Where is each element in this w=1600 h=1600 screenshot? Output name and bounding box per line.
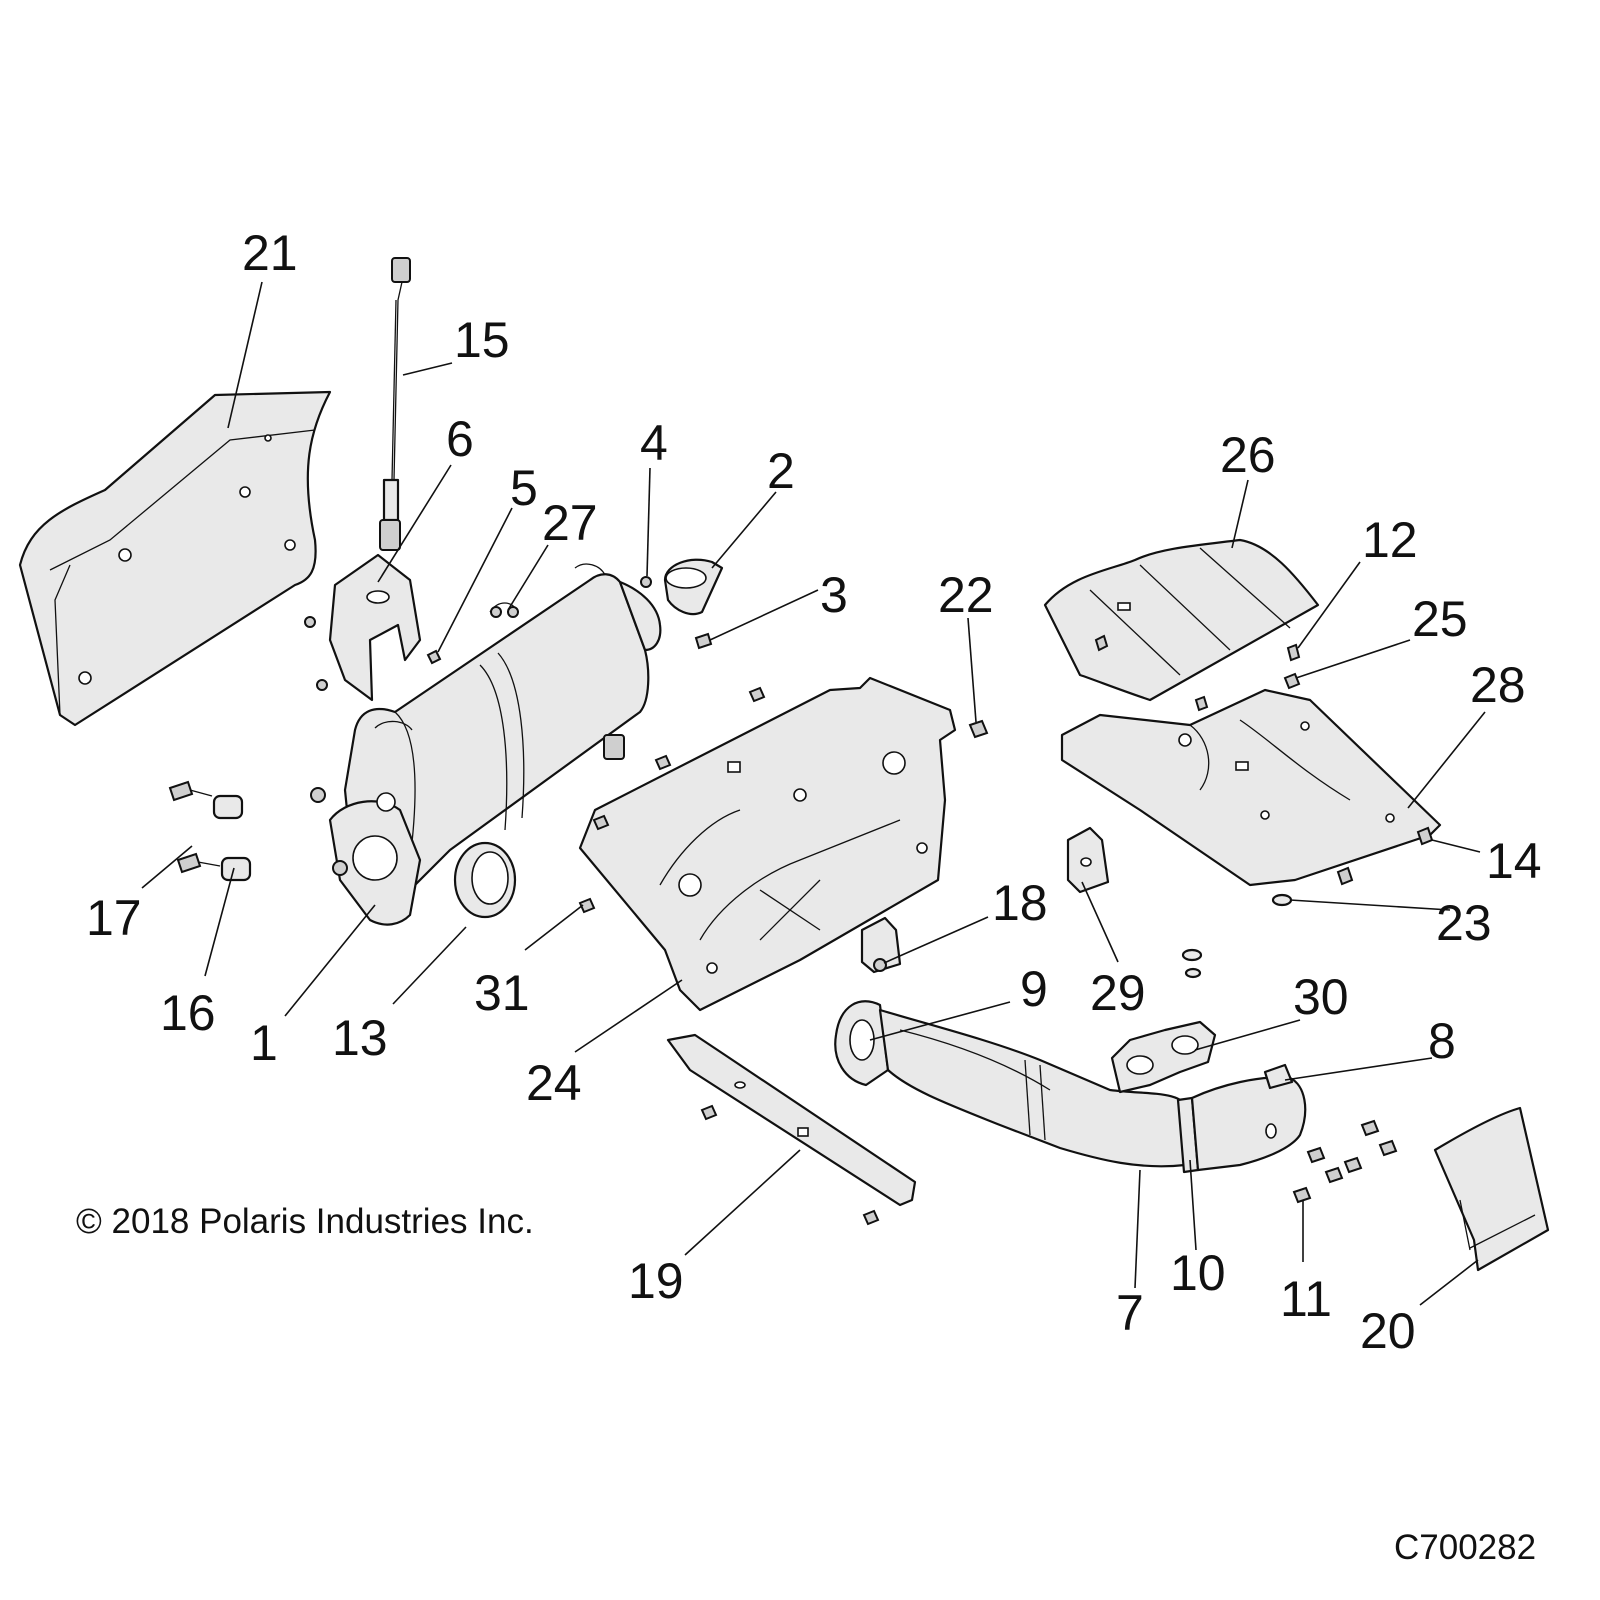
- callout-9: 9: [1020, 961, 1048, 1017]
- misc-bolts: [592, 686, 766, 831]
- part-24-heat-shield: [578, 676, 957, 1012]
- part-5-bolt: [426, 649, 442, 665]
- callout-19: 19: [628, 1253, 684, 1309]
- callout-labels: 21 15 6 5 27 4 2 3 22 26 12 25 28 14 23 …: [86, 225, 1542, 1359]
- callout-31: 31: [474, 965, 530, 1021]
- callout-12: 12: [1362, 512, 1418, 568]
- drawing-code: C700282: [1394, 1528, 1537, 1567]
- part-22-bolt: [968, 719, 989, 739]
- leader-lines: [141, 281, 1486, 1306]
- part-20-panel: [1433, 1106, 1550, 1272]
- part-19-strip-shield: [666, 1033, 917, 1226]
- callout-30: 30: [1293, 969, 1349, 1025]
- part-23-washer: [1181, 893, 1293, 979]
- callout-20: 20: [1360, 1303, 1416, 1359]
- callout-17: 17: [86, 890, 142, 946]
- callout-21: 21: [242, 225, 298, 281]
- callout-29: 29: [1090, 965, 1146, 1021]
- callout-1: 1: [250, 1015, 278, 1071]
- callout-25: 25: [1412, 591, 1468, 647]
- part-17-bolt: [168, 780, 221, 874]
- part-12-bolt: [1286, 643, 1301, 662]
- part-2-exhaust-tip: [663, 558, 724, 616]
- part-13-gasket-ring: [453, 841, 517, 919]
- part-9-flange: [834, 1000, 890, 1087]
- callout-8: 8: [1428, 1013, 1456, 1069]
- callout-3: 3: [820, 567, 848, 623]
- callout-6: 6: [446, 411, 474, 467]
- part-28-heat-shield: [1060, 688, 1442, 887]
- part-25-bolt: [1194, 672, 1301, 712]
- part-18-rubber-mount: [860, 916, 902, 974]
- copyright-notice: © 2018 Polaris Industries Inc.: [76, 1202, 534, 1241]
- callout-26: 26: [1220, 427, 1276, 483]
- part-7-header-pipe: [878, 1008, 1192, 1168]
- callout-24: 24: [526, 1055, 582, 1111]
- part-14-clip: [1336, 826, 1434, 886]
- part-6-small-shield: [304, 553, 422, 702]
- callout-10: 10: [1170, 1245, 1226, 1301]
- part-27-clamp: [489, 602, 519, 618]
- part-4-nut: [640, 576, 652, 588]
- callout-15: 15: [454, 312, 510, 368]
- part-29-rubber-mount: [1066, 826, 1110, 894]
- callout-13: 13: [332, 1010, 388, 1066]
- callout-22: 22: [938, 567, 994, 623]
- callout-16: 16: [160, 985, 216, 1041]
- callout-2: 2: [767, 443, 795, 499]
- part-30-gasket: [1110, 1020, 1217, 1094]
- part-15-oxygen-sensor: [379, 257, 411, 551]
- part-31-bolt: [578, 897, 596, 914]
- callout-28: 28: [1470, 657, 1526, 713]
- part-8-header-manifold: [1190, 1063, 1307, 1172]
- part-3-bolt: [694, 632, 713, 650]
- part-16-spring: [212, 794, 252, 882]
- callout-23: 23: [1436, 895, 1492, 951]
- callout-18: 18: [992, 875, 1048, 931]
- callout-5: 5: [510, 460, 538, 516]
- part-11-bolts: [1292, 1119, 1398, 1204]
- callout-11: 11: [1280, 1271, 1332, 1327]
- part-26-heat-shield: [1043, 538, 1320, 702]
- callout-4: 4: [640, 415, 668, 471]
- part-1-muffler: [310, 563, 662, 926]
- part-21-heat-shield: [18, 390, 332, 727]
- callout-14: 14: [1486, 833, 1542, 889]
- callout-7: 7: [1116, 1285, 1144, 1341]
- callout-27: 27: [542, 495, 598, 551]
